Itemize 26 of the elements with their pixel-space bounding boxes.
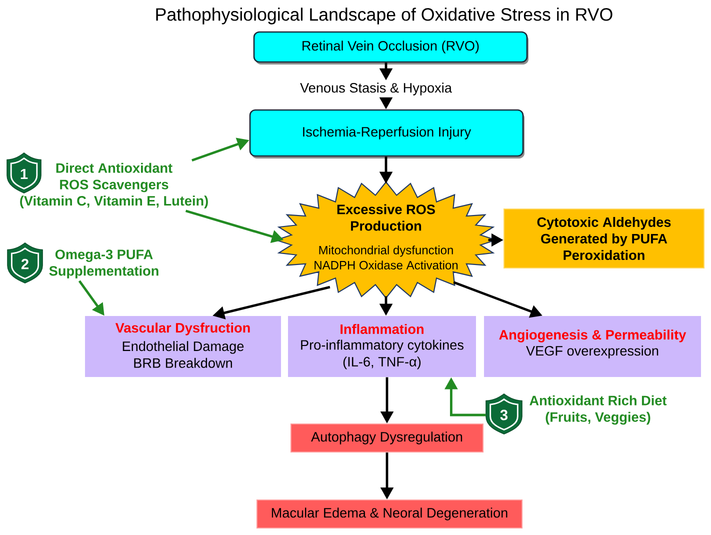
box-heading: Angiogenesis & Permeability — [499, 330, 686, 342]
intervention-text: Antioxidant Rich Diet (Fruits, Veggies) — [530, 395, 667, 425]
outcome-box: Cytotoxic Aldehydes Generated by PUFA Peroxidation — [503, 208, 705, 269]
effect-box — [484, 316, 701, 377]
process-box: Retinal Vein Occlusion (RVO) — [253, 31, 528, 64]
box-heading: Vascular Dysfruction — [115, 322, 250, 336]
effect-box — [288, 316, 476, 377]
title: Pathophysiological Landscape of Oxidative Stress in RVO — [156, 8, 612, 24]
starburst-text: Mitochondrial dysfunction NADPH Oxidase Activation — [314, 246, 458, 270]
process-box: Ischemia-Reperfusion Injury — [249, 109, 524, 158]
shield-badge: 1 — [6, 152, 42, 194]
box-text: VEGF overexpression — [526, 346, 658, 358]
effect-box — [85, 316, 281, 377]
box-text: Endothelial Damage BRB Breakdown — [122, 341, 244, 368]
shield-badge: 3 — [486, 394, 522, 434]
box-heading: Inflammation — [340, 324, 424, 334]
intervention-text: (Vitamin C, Vitamin E, Lutein) — [20, 196, 208, 208]
box-text: Pro-inflammatory cytokines (IL-6, TNF-α) — [301, 340, 464, 370]
outcome-box: Macular Edema & Neoral Degeneration — [256, 499, 523, 529]
starburst-heading: Excessive ROS Production — [337, 204, 435, 231]
intervention-text: Omega-3 PUFA Supplementation — [49, 250, 158, 278]
outcome-box: Autophagy Dysregulation — [290, 423, 484, 453]
flow-text: Venous Stasis & Hypoxia — [300, 82, 452, 96]
starburst-shape — [274, 181, 498, 299]
intervention-text: Direct Antioxidant ROS Scavengers — [56, 162, 172, 192]
shield-badge: 2 — [7, 242, 43, 284]
